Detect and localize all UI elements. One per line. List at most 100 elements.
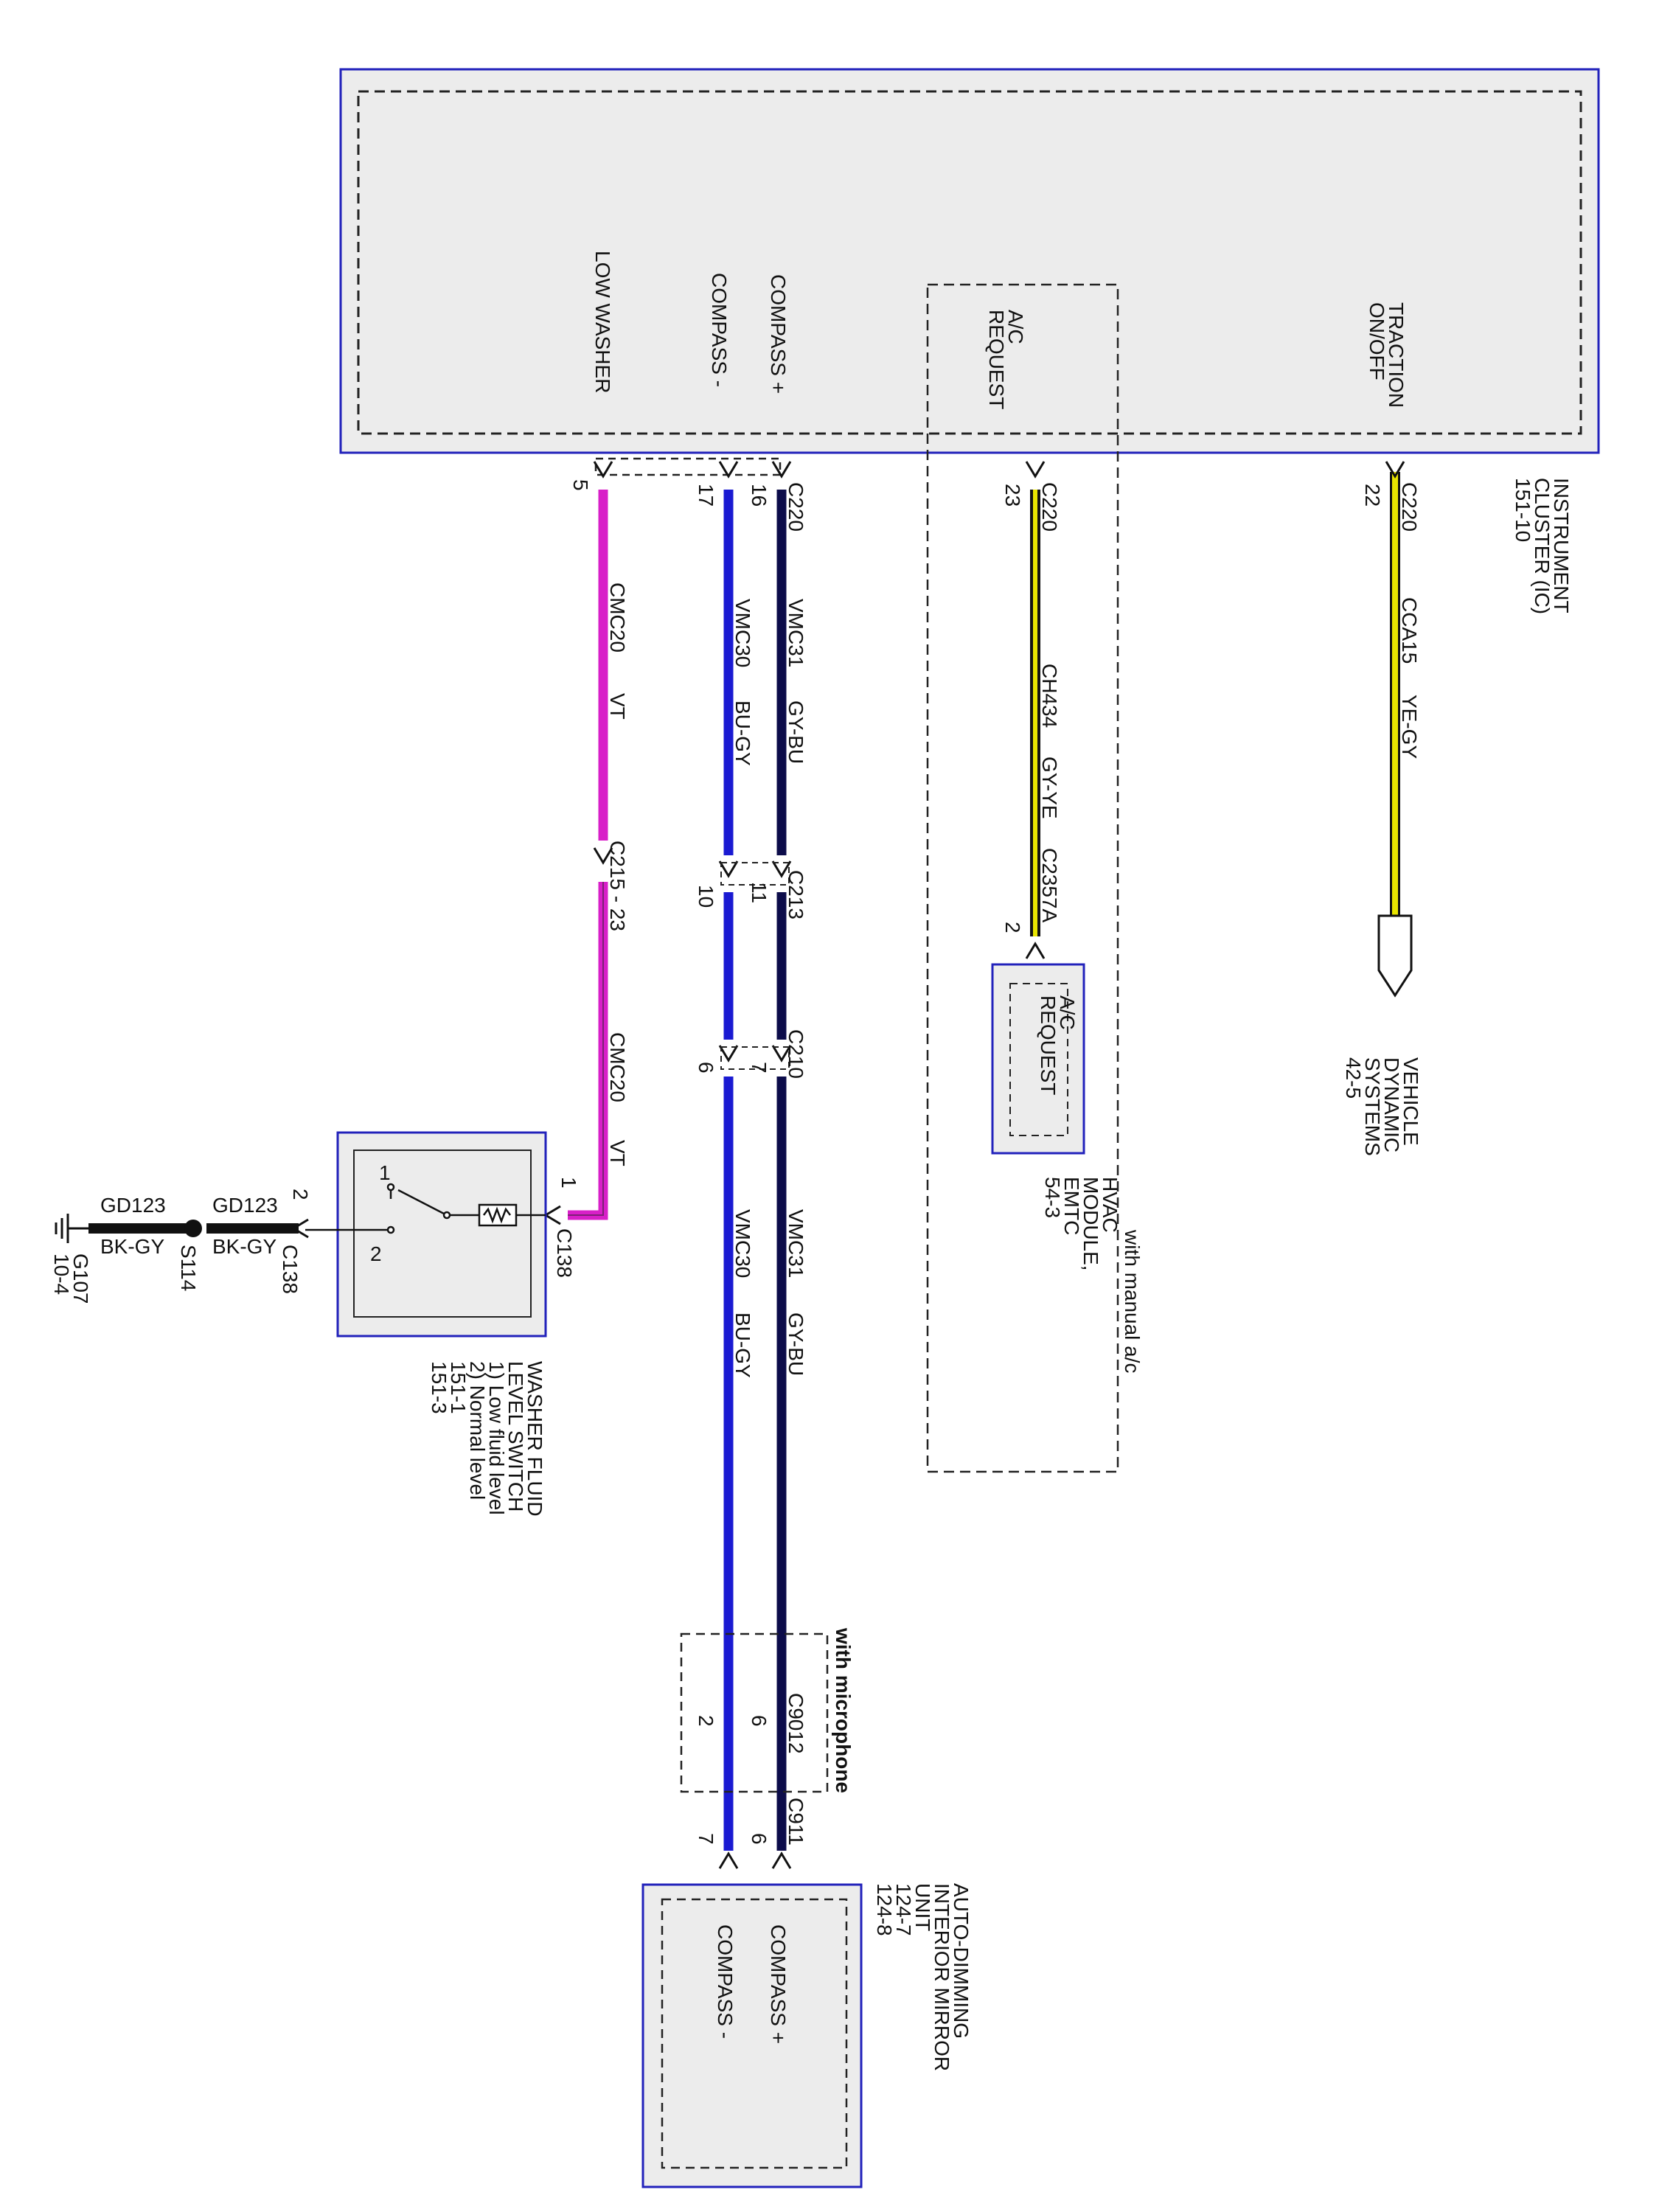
svg-text:G107: G107	[69, 1253, 92, 1304]
wire-label-cmc20-1: CMC20	[606, 582, 629, 653]
svg-text:54-3: 54-3	[1041, 1177, 1064, 1218]
pin-7: 7	[748, 1062, 771, 1074]
svg-text:UNIT: UNIT	[911, 1883, 934, 1931]
pin-2-c138: 2	[289, 1189, 312, 1200]
pin-22: 22	[1361, 484, 1384, 507]
wire-label-gyye: GY-YE	[1038, 757, 1061, 819]
pin-6: 6	[695, 1062, 717, 1074]
wire-label-vmc30-2: VMC30	[731, 1209, 754, 1278]
washer-switch-icon	[305, 1183, 546, 1234]
pin-label-ac-request: A/C REQUEST	[985, 310, 1027, 409]
microphone-note: with microphone	[832, 1627, 855, 1793]
svg-text:CLUSTER (IC): CLUSTER (IC)	[1531, 478, 1554, 614]
mirror-unit-inner	[661, 1898, 848, 2169]
wire-label-bkgy-2: BK-GY	[100, 1235, 164, 1258]
svg-text:10-4: 10-4	[50, 1253, 73, 1295]
connector-c911: C911	[785, 1798, 807, 1846]
instrument-cluster-inner-outline	[357, 90, 1582, 435]
svg-text:EMTC: EMTC	[1060, 1177, 1083, 1235]
wire-label-vmc31-2: VMC31	[785, 1209, 807, 1278]
svg-text:DYNAMIC: DYNAMIC	[1380, 1057, 1403, 1152]
manual-ac-note: with manual a/c	[1121, 1229, 1144, 1374]
wire-label-gybu-2: GY-BU	[785, 1312, 807, 1376]
mirror-pin-compass-plus: COMPASS +	[767, 1924, 790, 2044]
svg-text:TRACTION: TRACTION	[1385, 302, 1408, 408]
svg-text:A/C: A/C	[1056, 995, 1079, 1030]
ground-g107: G107 10-4	[50, 1253, 92, 1304]
connector-c2357a: C2357A	[1038, 848, 1061, 923]
ground-icon	[55, 1214, 88, 1243]
wire-label-vmc30-1: VMC30	[731, 599, 754, 667]
pin-6-c911: 6	[748, 1833, 771, 1845]
pin-label-compass-plus: COMPASS +	[767, 274, 790, 394]
pin-1-c138: 1	[557, 1177, 580, 1189]
wire-label-ch434: CH434	[1038, 664, 1061, 728]
manual-ac-region	[926, 283, 1119, 1473]
instrument-cluster-name: INSTRUMENT CLUSTER (IC) 151-10	[1512, 478, 1573, 614]
vehicle-dynamic-name: VEHICLE DYNAMIC SYSTEMS 42-5	[1342, 1057, 1422, 1156]
pin-2-c9012: 2	[695, 1715, 717, 1727]
svg-text:124-7: 124-7	[892, 1883, 915, 1936]
svg-text:SYSTEMS: SYSTEMS	[1361, 1057, 1384, 1156]
hvac-module-box	[991, 963, 1085, 1155]
c210-outline	[720, 1046, 790, 1070]
connector-c220-ac: C220	[1038, 482, 1061, 532]
svg-text:124-8: 124-8	[873, 1883, 896, 1936]
pin-6-c9012: 6	[748, 1715, 771, 1727]
connector-c138-bottom: C138	[279, 1245, 302, 1294]
wire-label-gybu-1: GY-BU	[785, 700, 807, 764]
pin-16: 16	[748, 484, 771, 507]
washer-switch-inner	[353, 1150, 532, 1318]
splice-s114: S114	[177, 1245, 200, 1291]
pin-label-compass-minus: COMPASS -	[708, 273, 731, 387]
wire-label-yegy: YE-GY	[1398, 695, 1421, 759]
svg-text:REQUEST: REQUEST	[985, 310, 1008, 409]
mirror-unit-name: AUTO-DIMMING INTERIOR MIRROR UNIT 124-7 …	[873, 1883, 973, 2071]
wire-label-gd123-2: GD123	[100, 1194, 166, 1217]
mirror-pin-compass-minus: COMPASS -	[714, 1924, 737, 2039]
pin-7-c911: 7	[695, 1833, 717, 1845]
c9012-outline	[680, 1632, 829, 1793]
pin-10: 10	[695, 885, 717, 908]
c213-outline	[720, 862, 790, 886]
wire-label-vmc31-1: VMC31	[785, 599, 807, 667]
wire-label-bugy-2: BU-GY	[731, 1312, 754, 1378]
connector-c215: C215 - 23	[606, 841, 629, 931]
svg-text:ON/OFF: ON/OFF	[1366, 302, 1388, 380]
instrument-cluster-box	[339, 68, 1600, 454]
svg-text:WASHER FLUID: WASHER FLUID	[524, 1361, 546, 1517]
svg-text:INTERIOR MIRROR: INTERIOR MIRROR	[931, 1883, 953, 2071]
svg-text:AUTO-DIMMING: AUTO-DIMMING	[950, 1883, 973, 2039]
pin-label-low-washer: LOW WASHER	[591, 251, 614, 393]
wire-cmc20-seg2-edge	[568, 882, 604, 1216]
pin-5: 5	[569, 479, 592, 491]
svg-text:INSTRUMENT: INSTRUMENT	[1550, 478, 1573, 613]
wire-cmc20-seg2	[568, 882, 608, 1220]
wire-label-vt-1: VT	[606, 693, 629, 720]
svg-text:MODULE,: MODULE,	[1079, 1177, 1102, 1271]
svg-text:LEVEL SWITCH: LEVEL SWITCH	[504, 1361, 527, 1512]
wire-label-gd123-1: GD123	[212, 1194, 278, 1217]
connector-c138-top: C138	[553, 1228, 576, 1278]
svg-text:A/C: A/C	[1004, 310, 1027, 344]
washer-switch-name: WASHER FLUID LEVEL SWITCH 1) Low fluid l…	[428, 1361, 546, 1517]
connector-c220-compass: C220	[785, 482, 807, 532]
connector-c220-traction: C220	[1398, 482, 1421, 532]
switch-pin-1-label: 1	[379, 1161, 391, 1184]
switch-pin-2-label: 2	[370, 1242, 382, 1265]
wire-label-cmc20-2: CMC20	[606, 1032, 629, 1102]
svg-text:151-1: 151-1	[447, 1361, 470, 1414]
hvac-inner-label: A/C REQUEST	[1037, 995, 1079, 1095]
pin-label-traction: TRACTION ON/OFF	[1366, 302, 1408, 408]
hvac-module-name: HVAC MODULE, EMTC 54-3	[1041, 1177, 1121, 1271]
connector-c9012: C9012	[785, 1693, 807, 1754]
svg-text:151-3: 151-3	[428, 1361, 451, 1414]
svg-text:42-5: 42-5	[1342, 1057, 1365, 1099]
wire-label-cca15: CCA15	[1398, 597, 1421, 664]
svg-text:2) Normal level: 2) Normal level	[466, 1361, 489, 1500]
mirror-unit-box	[641, 1883, 863, 2188]
svg-text:151-10: 151-10	[1512, 478, 1534, 542]
connector-c213: C213	[785, 870, 807, 919]
wire-label-bugy-1: BU-GY	[731, 700, 754, 766]
c220-connector-outline	[594, 457, 782, 476]
